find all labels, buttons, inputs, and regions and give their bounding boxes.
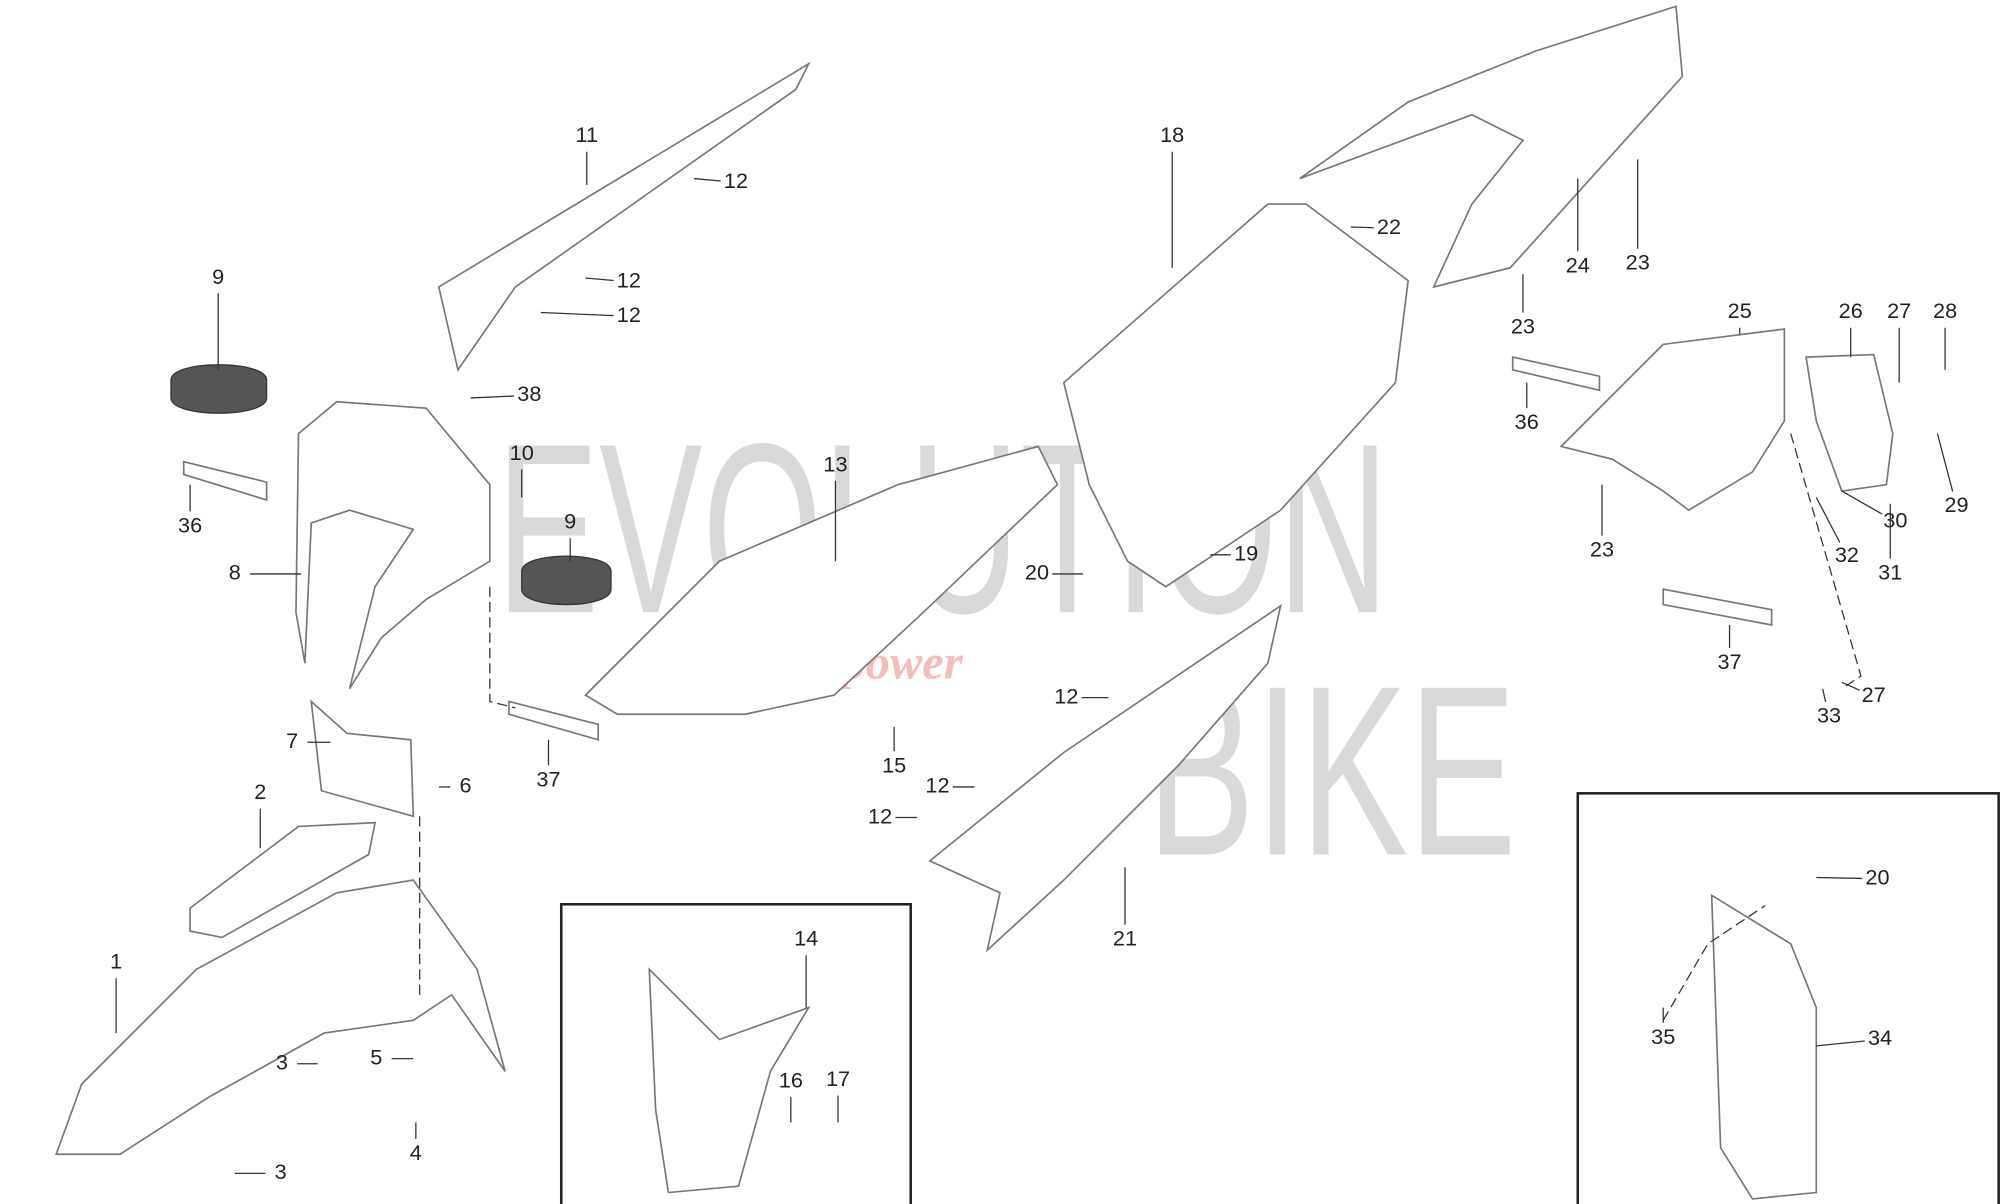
part-front-fender [55, 879, 506, 1156]
leader-line [1350, 226, 1374, 229]
inset-box-34 [1576, 792, 2000, 1204]
part-callout-20: 20 [1025, 560, 1049, 585]
part-side-panel [928, 603, 1282, 953]
part-callout-13: 13 [823, 451, 847, 476]
part-plate-26 [1805, 353, 1894, 492]
part-indicator-37b [1662, 588, 1773, 626]
part-callout-23: 23 [1626, 250, 1650, 275]
part-callout-11: 11 [576, 122, 599, 147]
part-callout-9: 9 [212, 264, 224, 289]
part-callout-17: 17 [826, 1066, 850, 1091]
part-callout-21: 21 [1113, 926, 1137, 951]
part-fender-insert [189, 821, 377, 939]
part-tail-light-bracket [1559, 328, 1786, 512]
part-callout-12: 12 [868, 803, 892, 828]
part-callout-37: 37 [1717, 649, 1741, 674]
part-callout-12: 12 [724, 168, 748, 193]
part-callout-38: 38 [517, 381, 541, 406]
part-callout-33: 33 [1817, 703, 1841, 728]
part-callout-28: 28 [1933, 298, 1957, 323]
leader-line [693, 177, 721, 182]
part-callout-34: 34 [1868, 1025, 1892, 1050]
part-callout-36: 36 [1515, 409, 1539, 434]
part-callout-22: 22 [1377, 214, 1401, 239]
leader-line [585, 277, 614, 282]
part-callout-5: 5 [370, 1044, 382, 1069]
part-callout-37: 37 [536, 766, 560, 791]
part-callout-30: 30 [1883, 507, 1907, 532]
part-callout-23: 23 [1511, 314, 1535, 339]
part-callout-35: 35 [1651, 1024, 1675, 1049]
part-callout-3: 3 [276, 1049, 288, 1074]
part-indicator-36b [1511, 356, 1601, 392]
part-mud-flap-34 [1710, 893, 1818, 1200]
part-callout-9: 9 [564, 509, 576, 534]
part-rear-fender [1062, 203, 1410, 588]
leader-line [1841, 490, 1883, 515]
part-headlight-mask [295, 400, 491, 690]
part-callout-12: 12 [925, 773, 949, 798]
part-callout-23: 23 [1590, 537, 1614, 562]
part-clamp-9b [521, 555, 612, 606]
part-callout-1: 1 [110, 949, 122, 974]
part-callout-29: 29 [1945, 492, 1969, 517]
part-callout-26: 26 [1839, 298, 1863, 323]
part-callout-19: 19 [1234, 541, 1258, 566]
leader-line [470, 395, 515, 399]
part-callout-10: 10 [510, 440, 534, 465]
part-indicator-36a [182, 460, 268, 502]
part-callout-4: 4 [410, 1140, 422, 1165]
inset-box-14 [559, 903, 912, 1204]
part-callout-14: 14 [794, 926, 818, 951]
part-callout-7: 7 [286, 728, 298, 753]
part-callout-15: 15 [882, 752, 906, 777]
part-tail-cover [1299, 5, 1684, 289]
part-inset-cover-14 [648, 967, 811, 1194]
leader-line [1816, 876, 1863, 880]
part-indicator-37a [508, 700, 600, 741]
part-clamp-9a [170, 364, 268, 414]
part-callout-12: 12 [617, 302, 641, 327]
part-callout-6: 6 [460, 773, 472, 798]
part-bracket-7 [310, 699, 415, 818]
part-callout-8: 8 [229, 560, 241, 585]
leader-line [1936, 433, 1954, 492]
part-number-plate-11 [437, 61, 811, 372]
part-callout-20: 20 [1865, 865, 1889, 890]
part-callout-12: 12 [1054, 683, 1078, 708]
part-callout-24: 24 [1566, 252, 1590, 277]
part-seat [584, 445, 1059, 716]
part-callout-36: 36 [178, 512, 202, 537]
leader-line [1822, 688, 1827, 703]
part-callout-2: 2 [254, 779, 266, 804]
part-callout-12: 12 [617, 268, 641, 293]
part-callout-18: 18 [1160, 122, 1184, 147]
part-callout-31: 31 [1878, 560, 1902, 585]
part-callout-32: 32 [1835, 542, 1859, 567]
leader-line [1815, 497, 1841, 543]
parts [55, 5, 1894, 1200]
part-callout-25: 25 [1728, 298, 1752, 323]
leader-line [1816, 1040, 1865, 1047]
leader-line [540, 311, 614, 317]
dash-line-2 [489, 586, 516, 709]
part-callout-27: 27 [1862, 682, 1886, 707]
part-callout-3: 3 [275, 1159, 287, 1184]
leader-line [1841, 681, 1860, 691]
part-callout-16: 16 [779, 1067, 803, 1092]
part-callout-27: 27 [1887, 298, 1911, 323]
